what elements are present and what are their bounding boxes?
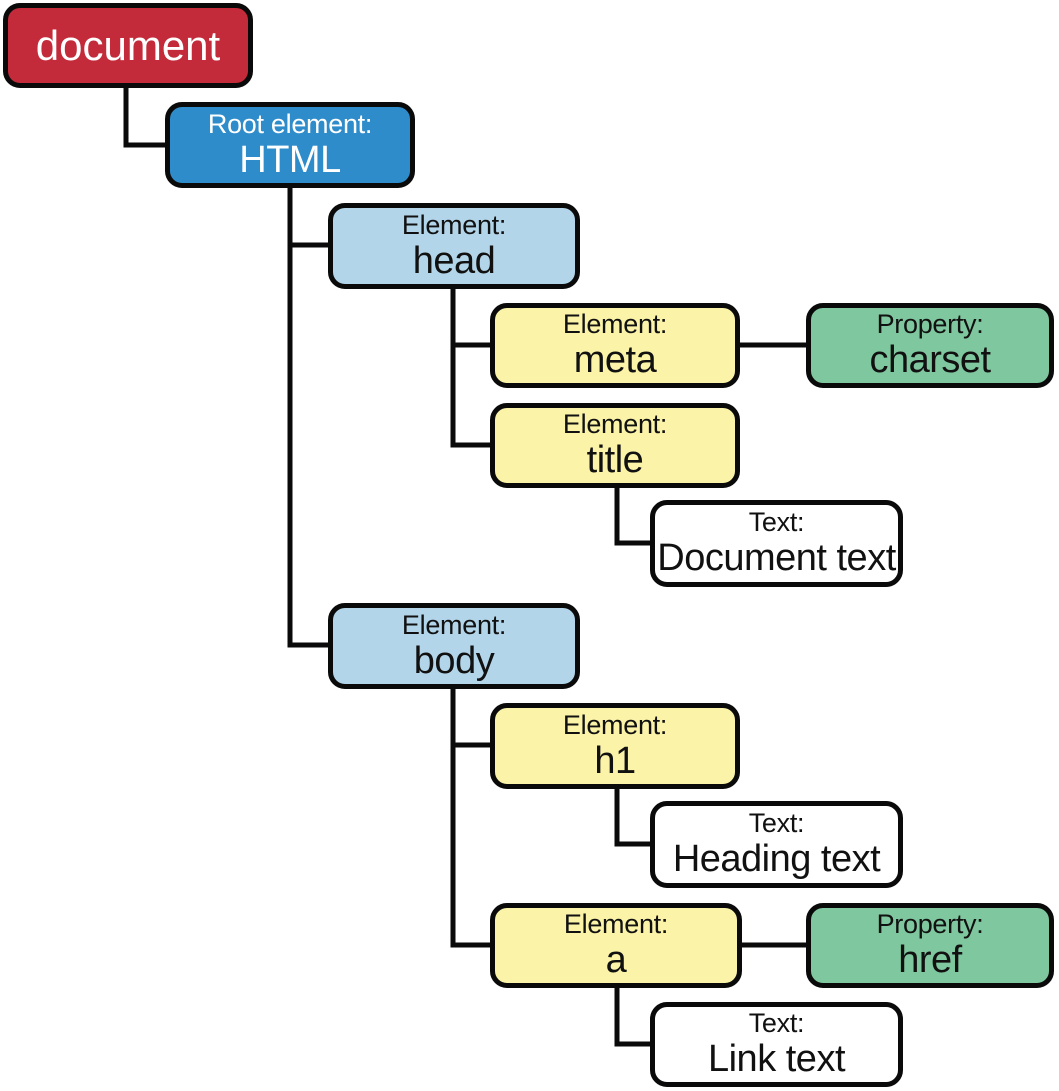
node-element-h1: Element: h1 (490, 703, 740, 789)
node-document-label: document (35, 21, 221, 69)
node-type-label: Element: (562, 709, 668, 740)
node-value: head (412, 239, 496, 282)
node-type-label: Text: (748, 1008, 805, 1038)
node-value: meta (573, 339, 657, 381)
node-element-title: Element: title (490, 403, 740, 488)
node-document: document (3, 3, 253, 88)
node-type-label: Element: (562, 409, 668, 439)
node-value: HTML (239, 138, 341, 181)
node-text-heading-text: Text: Heading text (650, 801, 903, 888)
node-text-document-text: Text: Document text (650, 500, 903, 587)
node-type-label: Element: (401, 209, 507, 240)
node-element-a: Element: a (490, 903, 742, 988)
node-type-label: Root element: (207, 108, 373, 139)
node-value: Document text (657, 537, 896, 579)
node-text-link-text: Text: Link text (650, 1002, 903, 1087)
node-value: href (898, 939, 962, 981)
node-property-charset: Property: charset (806, 303, 1054, 388)
node-type-label: Element: (401, 609, 507, 640)
node-value: a (605, 939, 627, 981)
node-type-label: Element: (563, 909, 669, 939)
node-value: Link text (707, 1038, 846, 1080)
node-element-body: Element: body (328, 603, 580, 689)
node-value: Heading text (672, 838, 881, 880)
node-type-label: Element: (562, 309, 668, 339)
node-root-element-html: Root element: HTML (165, 102, 415, 188)
node-value: title (586, 439, 644, 481)
node-element-head: Element: head (328, 203, 580, 289)
node-type-label: Text: (748, 507, 805, 537)
node-type-label: Text: (748, 808, 805, 838)
node-value: h1 (594, 739, 636, 782)
node-value: body (413, 639, 495, 682)
node-type-label: Property: (876, 309, 984, 339)
node-value: charset (869, 339, 991, 381)
node-type-label: Property: (876, 909, 984, 939)
node-element-meta: Element: meta (490, 303, 740, 388)
node-property-href: Property: href (806, 903, 1054, 988)
